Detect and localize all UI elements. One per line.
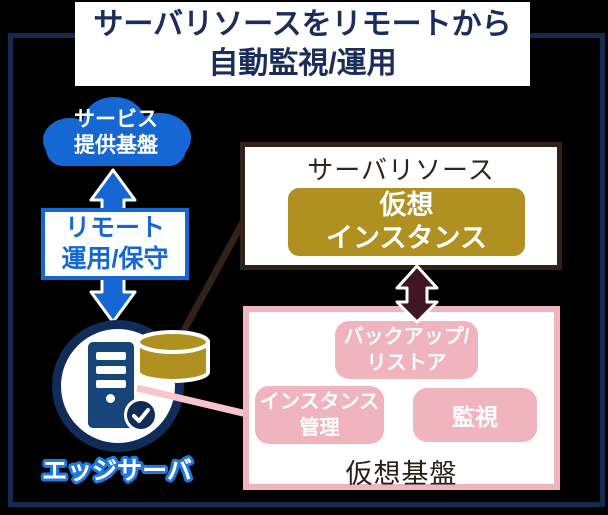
virtual-instance-line-1: 仮想 xyxy=(379,190,434,221)
instance-management-chip: インスタンス 管理 xyxy=(255,386,384,444)
virtual-platform-caption: 仮想基盤 xyxy=(345,459,458,489)
remote-operation-box: リモート 運用/保守 xyxy=(41,208,189,280)
cloud-icon xyxy=(43,97,191,166)
backup-restore-line-1: バックアップ/ xyxy=(343,326,470,348)
monitoring-chip: 監視 xyxy=(413,388,537,442)
server-slot xyxy=(96,352,126,360)
database-icon xyxy=(136,330,210,383)
edge-server-label-text: エッジサーバ xyxy=(42,457,192,485)
up-down-arrow-icon xyxy=(395,264,439,324)
server-slot xyxy=(96,366,126,374)
monitoring-label: 監視 xyxy=(452,404,498,430)
remote-box-line-2: 運用/保守 xyxy=(61,245,169,273)
check-badge-icon xyxy=(124,398,158,432)
cloud-label-line-1: サービス xyxy=(74,107,158,131)
server-resource-title: サーバリソース xyxy=(307,155,495,185)
cloud-label-line-2: 提供基盤 xyxy=(74,134,158,157)
connector-line-database-to-resource xyxy=(179,220,247,334)
title-line-2: 自動監視/運用 xyxy=(208,47,397,80)
instance-management-line-2: 管理 xyxy=(299,417,340,439)
backup-restore-line-2: リストア xyxy=(366,352,447,374)
virtual-instance-chip: 仮想 インスタンス xyxy=(288,188,525,256)
checkmark-icon xyxy=(132,408,150,423)
title-box: サーバリソースをリモートから 自動監視/運用 xyxy=(75,2,530,86)
connector-line-server-to-platform xyxy=(136,384,248,418)
title-line-1: サーバリソースをリモートから xyxy=(93,8,512,41)
edge-server-label: エッジサーバ xyxy=(39,454,195,488)
cloud-label: サービス 提供基盤 xyxy=(46,106,186,160)
server-slot xyxy=(96,380,126,388)
virtual-instance-line-2: インスタンス xyxy=(326,223,487,253)
server-led-dot xyxy=(106,394,115,403)
backup-restore-chip: バックアップ/ リストア xyxy=(335,321,478,379)
remote-box-line-1: リモート xyxy=(64,213,165,242)
instance-management-line-1: インスタンス xyxy=(259,391,380,413)
